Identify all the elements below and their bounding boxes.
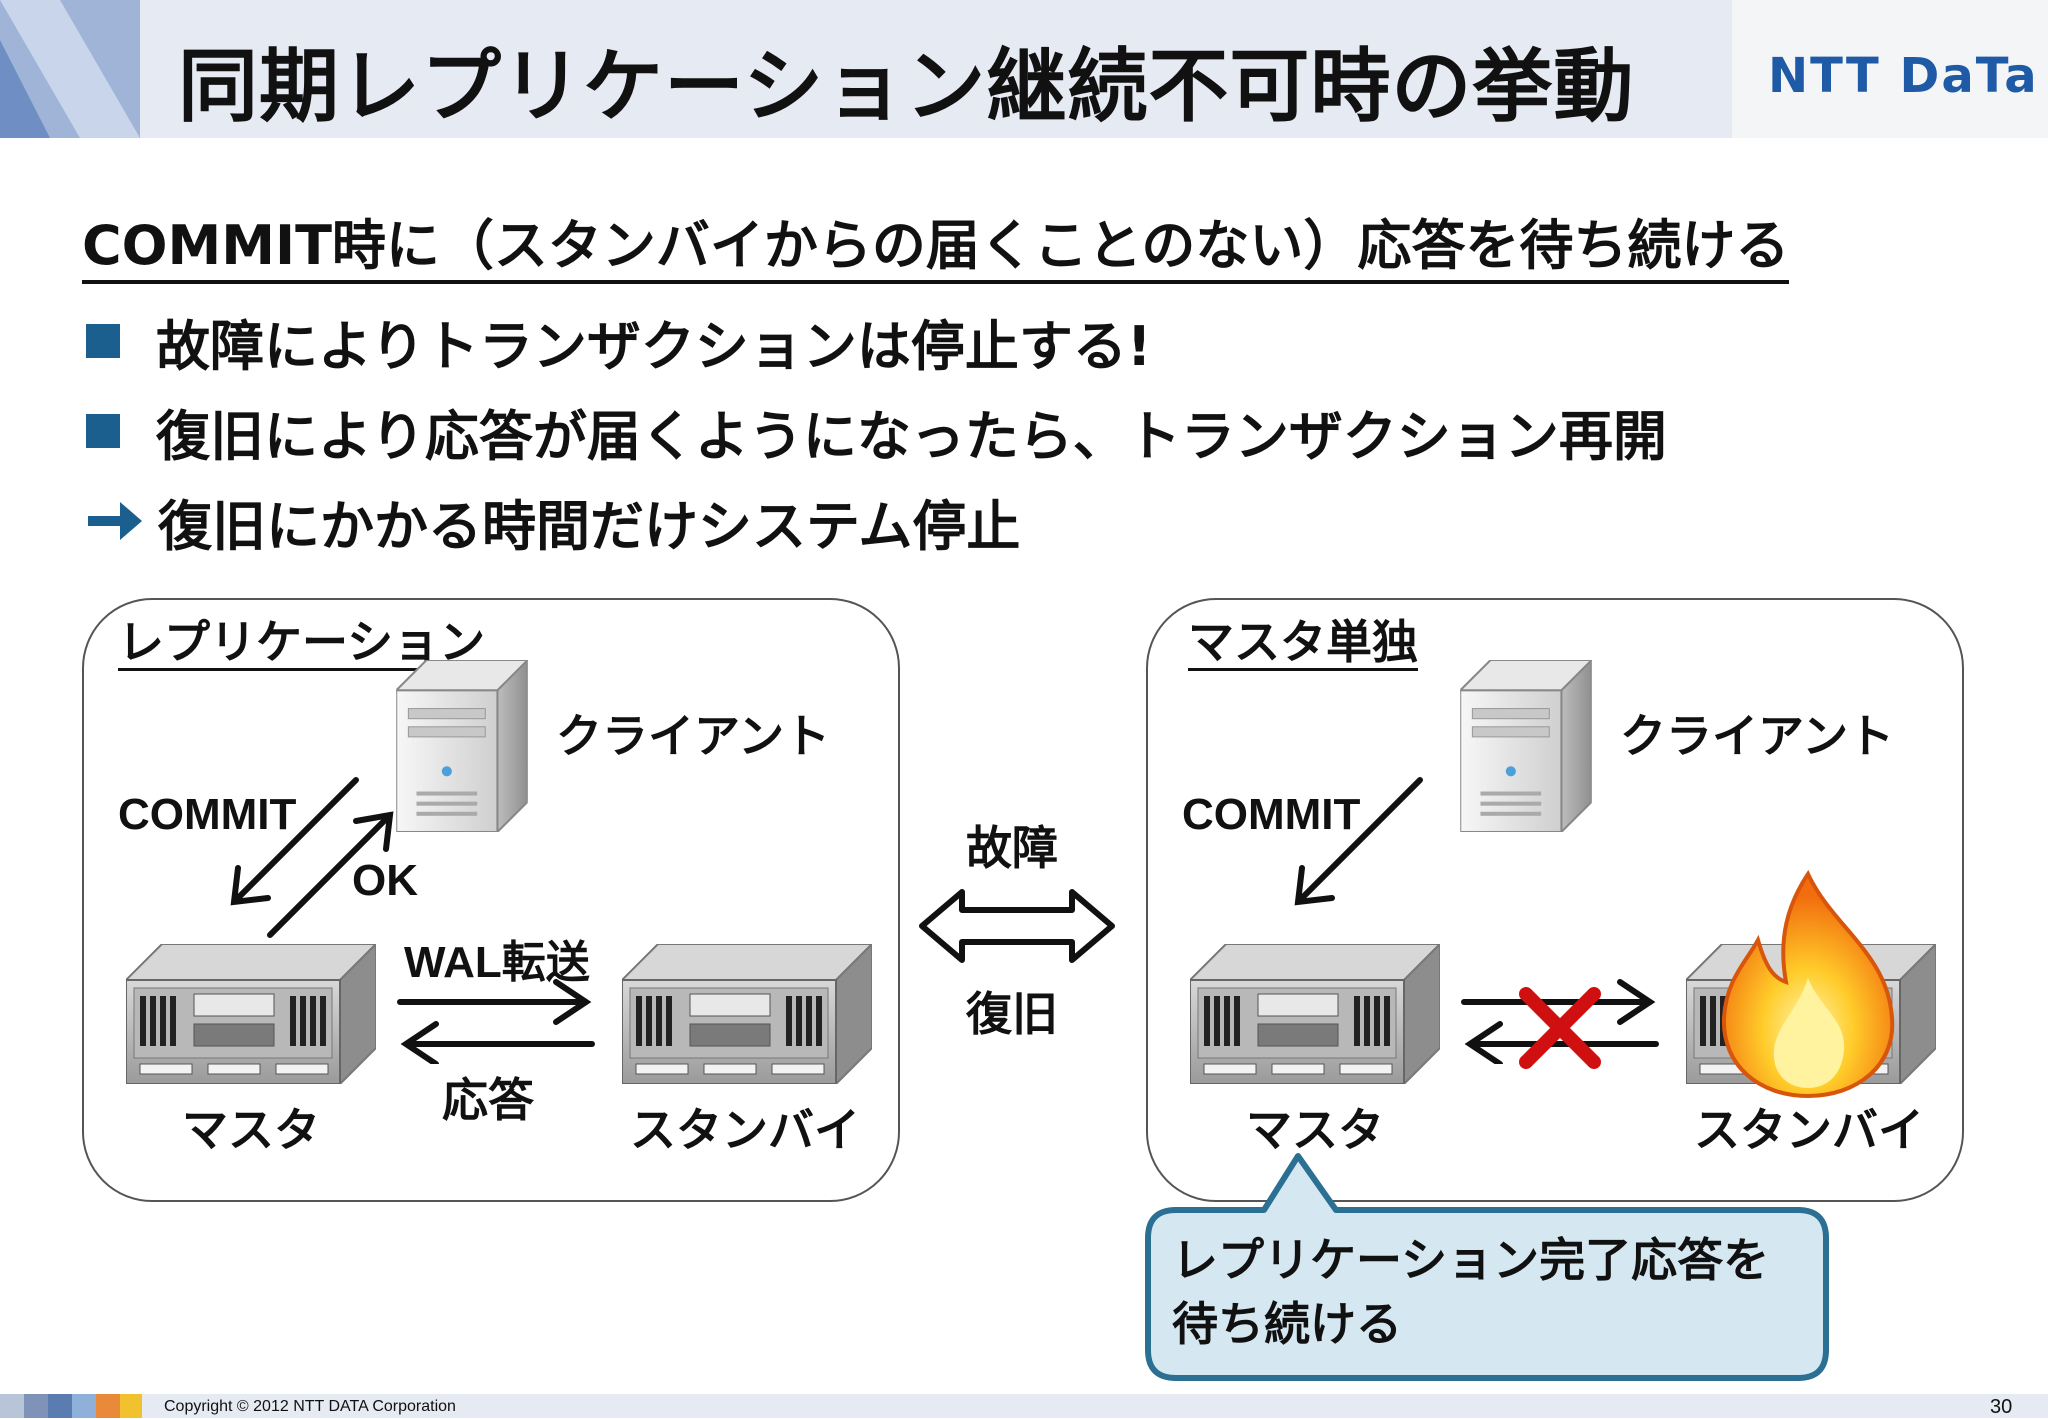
commit-arrows — [230, 777, 394, 938]
client-label: クライアント — [1620, 709, 1895, 763]
company-logo: NTT DaTa — [1768, 48, 2039, 104]
blocked-arrows — [1461, 979, 1659, 1064]
callout-bubble — [1145, 1153, 1829, 1381]
master-only-panel-title: マスタ単独 — [1188, 615, 1418, 671]
standby-label: スタンバイ — [1694, 1103, 1924, 1157]
right-arrow-icon — [88, 502, 142, 540]
conclusion-text: 復旧にかかる時間だけシステム停止 — [158, 494, 1021, 558]
wal-transfer-label: WAL転送 — [404, 938, 590, 987]
client-label: クライアント — [556, 709, 831, 763]
response-label: 応答 — [442, 1073, 534, 1127]
logo-area — [1732, 0, 2048, 138]
replication-panel-title: レプリケーション — [118, 615, 486, 671]
bullet-item: 故障によりトランザクションは停止する! — [86, 306, 1152, 378]
master-label: マスタ — [1246, 1103, 1384, 1157]
rack-server-icon — [1190, 944, 1440, 1084]
rack-server-icon — [622, 944, 872, 1084]
page-number: 30 — [1990, 1396, 2013, 1418]
square-bullet-icon — [86, 324, 120, 358]
recovery-label: 復旧 — [966, 987, 1058, 1041]
main-heading: COMMIT時に（スタンバイからの届くことのない）応答を待ち続ける — [82, 214, 1790, 284]
conclusion-row: 復旧にかかる時間だけシステム停止 — [86, 486, 1020, 558]
standby-label: スタンバイ — [630, 1103, 860, 1157]
header-bar — [0, 0, 2048, 138]
bullet-text: 故障によりトランザクションは停止する! — [156, 314, 1152, 378]
server-icon — [1460, 660, 1592, 832]
callout-line: レプリケーション完了応答を — [1172, 1233, 1770, 1287]
commit-label: COMMIT — [1182, 790, 1361, 839]
wal-arrows — [397, 979, 595, 1064]
page-title: 同期レプリケーション継続不可時の挙動 — [178, 40, 1635, 133]
square-bullet-icon — [86, 414, 120, 448]
corner-decoration — [0, 0, 140, 138]
ok-label: OK — [352, 856, 418, 905]
commit-label: COMMIT — [118, 790, 297, 839]
copyright-text: Copyright © 2012 NTT DATA Corporation — [164, 1398, 456, 1415]
bullet-item: 復旧により応答が届くようになったら、トランザクション再開 — [86, 396, 1667, 468]
bullet-text: 復旧により応答が届くようになったら、トランザクション再開 — [156, 404, 1667, 468]
commit-arrow — [1294, 777, 1423, 906]
failure-label: 故障 — [966, 821, 1058, 875]
fire-icon — [1721, 870, 1895, 1099]
footer-color-strip — [0, 1394, 142, 1418]
cross-icon — [1519, 987, 1601, 1069]
rack-server-icon — [126, 944, 376, 1084]
callout-line: 待ち続ける — [1172, 1297, 1402, 1351]
footer-bar — [0, 1394, 2048, 1418]
double-arrow-icon — [919, 889, 1115, 963]
master-label: マスタ — [182, 1103, 320, 1157]
callout-text: レプリケーション完了応答を 待ち続ける — [1172, 1228, 1769, 1356]
